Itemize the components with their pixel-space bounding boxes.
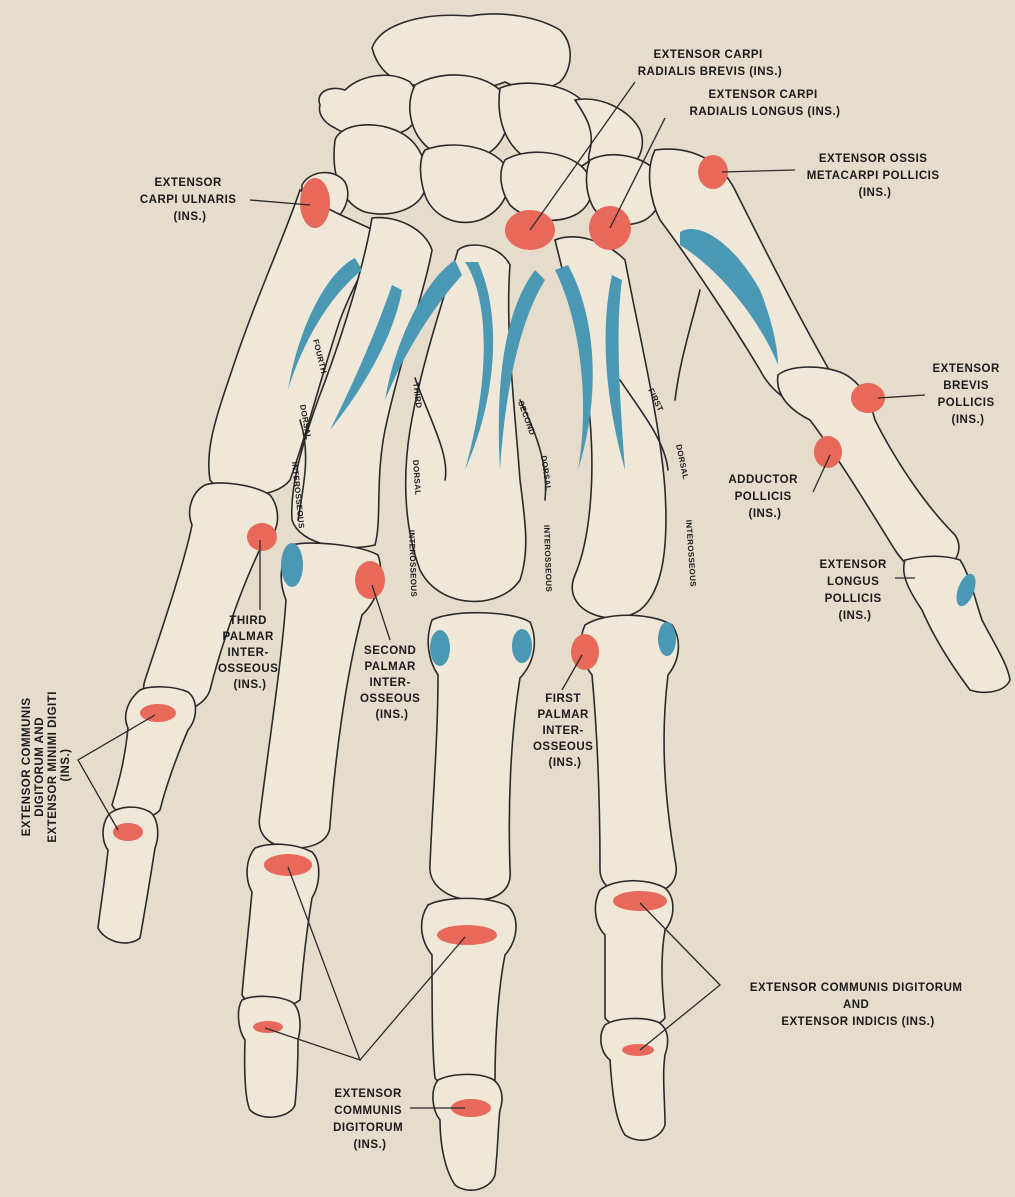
emd-insertion-a — [140, 704, 176, 722]
third-palmar-origin — [281, 543, 303, 587]
label-elp: EXTENSOR LONGUS POLLICIS (INS.) — [820, 559, 891, 622]
label-second-dorsal-2: DORSAL — [539, 455, 553, 491]
label-ecd-ei: EXTENSOR COMMUNIS DIGITORUM AND EXTENSOR… — [750, 982, 966, 1028]
label-ecd-emd: EXTENSOR COMMUNIS DIGITORUM AND EXTENSOR… — [21, 687, 72, 842]
first-palmar-insertion — [571, 634, 599, 670]
third-digit-bones — [406, 245, 535, 1190]
label-ecd: EXTENSOR COMMUNIS DIGITORUM (INS.) — [333, 1088, 407, 1151]
label-second-dorsal-1: SECOND — [516, 400, 537, 437]
ecd-ring-insertion-a — [264, 854, 312, 876]
adductor-insertion — [814, 436, 842, 468]
label-ecr-longus: EXTENSOR CARPI RADIALIS LONGUS (INS.) — [690, 89, 841, 118]
ecd-middle-insertion-a — [437, 925, 497, 945]
label-third-dorsal-3: INTEROSSEOUS — [407, 530, 418, 598]
second-dorsal-insertion — [512, 629, 532, 663]
label-ecr-brevis: EXTENSOR CARPI RADIALIS BREVIS (INS.) — [638, 49, 783, 78]
ecd-ring-insertion-b — [253, 1021, 283, 1033]
labels: EXTENSOR CARPI RADIALIS BREVIS (INS.) EX… — [21, 49, 1003, 1151]
label-first-dorsal-2: DORSAL — [674, 444, 690, 481]
third-palmar-insertion — [247, 523, 277, 551]
first-dorsal-insertion — [658, 622, 676, 656]
label-first-dorsal-3: INTEROSSEOUS — [684, 520, 698, 588]
label-first-palmar: FIRST PALMAR INTER- OSSEOUS (INS.) — [533, 693, 597, 769]
second-palmar-insertion — [355, 561, 385, 599]
label-ebp: EXTENSOR BREVIS POLLICIS (INS.) — [933, 363, 1004, 426]
label-second-palmar: SECOND PALMAR INTER- OSSEOUS (INS.) — [360, 645, 424, 721]
label-eomp: EXTENSOR OSSIS METACARPI POLLICIS (INS.) — [807, 153, 943, 199]
label-ecu: EXTENSOR CARPI ULNARIS (INS.) — [140, 177, 240, 223]
emd-insertion-b — [113, 823, 143, 841]
ecu-insertion — [300, 178, 330, 228]
ecd-index-insertion-b — [622, 1044, 654, 1056]
third-dorsal-insertion — [430, 630, 450, 666]
ecd-index-insertion-a — [613, 891, 667, 911]
label-adductor: ADDUCTOR POLLICIS (INS.) — [728, 474, 801, 520]
label-second-dorsal-3: INTEROSSEOUS — [542, 525, 553, 593]
